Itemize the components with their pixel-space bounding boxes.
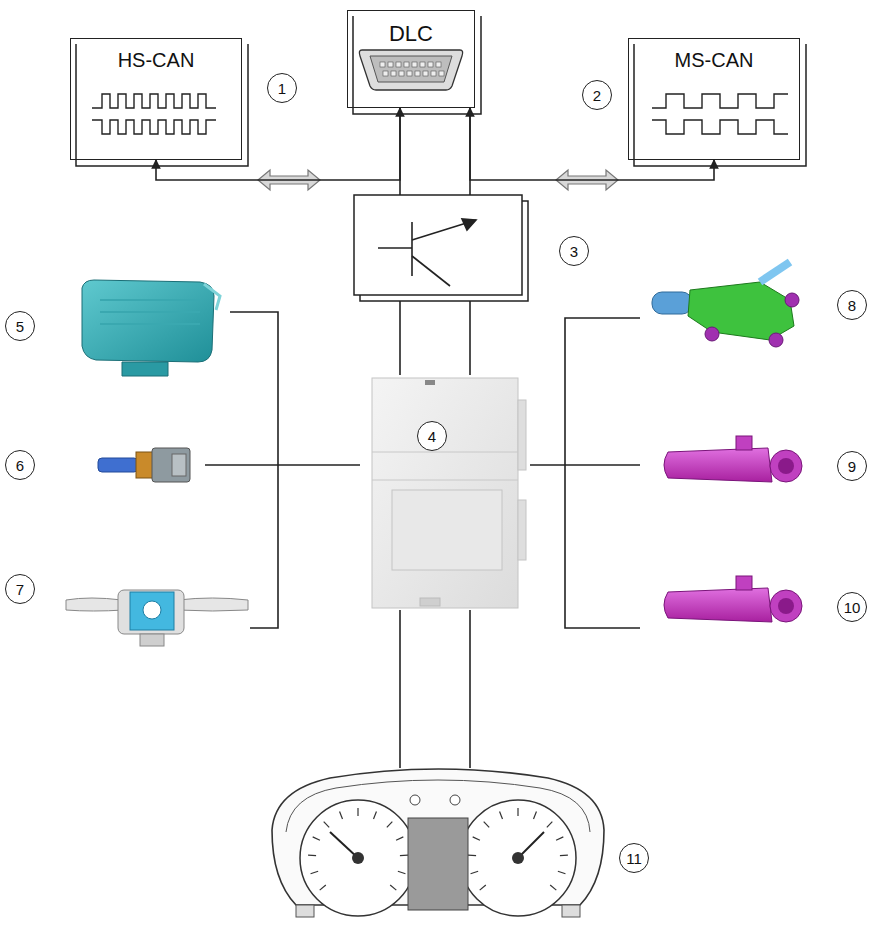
callout-number: 7	[5, 574, 35, 604]
callout-number: 2	[582, 80, 612, 110]
node-label: MS-CAN	[629, 39, 799, 72]
callout-number: 11	[619, 843, 649, 873]
bus-wires	[205, 108, 640, 768]
column-switch-7	[66, 590, 248, 646]
sensor-6	[98, 448, 190, 482]
callout-number: 4	[417, 421, 447, 451]
callout-number: 5	[5, 311, 35, 341]
dlc-connector	[359, 50, 462, 90]
callout-number: 3	[559, 236, 589, 266]
bus-connector	[156, 108, 400, 180]
node-label: HS-CAN	[71, 39, 241, 72]
bus-box: MS-CAN	[628, 38, 800, 160]
bus-box: HS-CAN	[70, 38, 242, 160]
callout-number: 10	[837, 592, 867, 622]
gateway-symbol	[378, 219, 476, 286]
control-module-5	[82, 280, 220, 376]
callout-number: 6	[5, 450, 35, 480]
wiper-motor-8	[652, 262, 799, 347]
sensor-10	[664, 576, 802, 622]
connector-box: DLC	[347, 10, 475, 108]
sensor-9	[664, 436, 802, 482]
node-label: DLC	[348, 11, 474, 47]
instrument-cluster-11	[272, 769, 604, 917]
callout-number: 1	[267, 73, 297, 103]
hs-can-waveform	[92, 94, 216, 134]
gateway-module	[372, 378, 526, 608]
ms-can-waveform	[652, 94, 788, 134]
callout-number: 8	[837, 290, 867, 320]
bus-connector	[470, 108, 714, 180]
callout-number: 9	[837, 451, 867, 481]
